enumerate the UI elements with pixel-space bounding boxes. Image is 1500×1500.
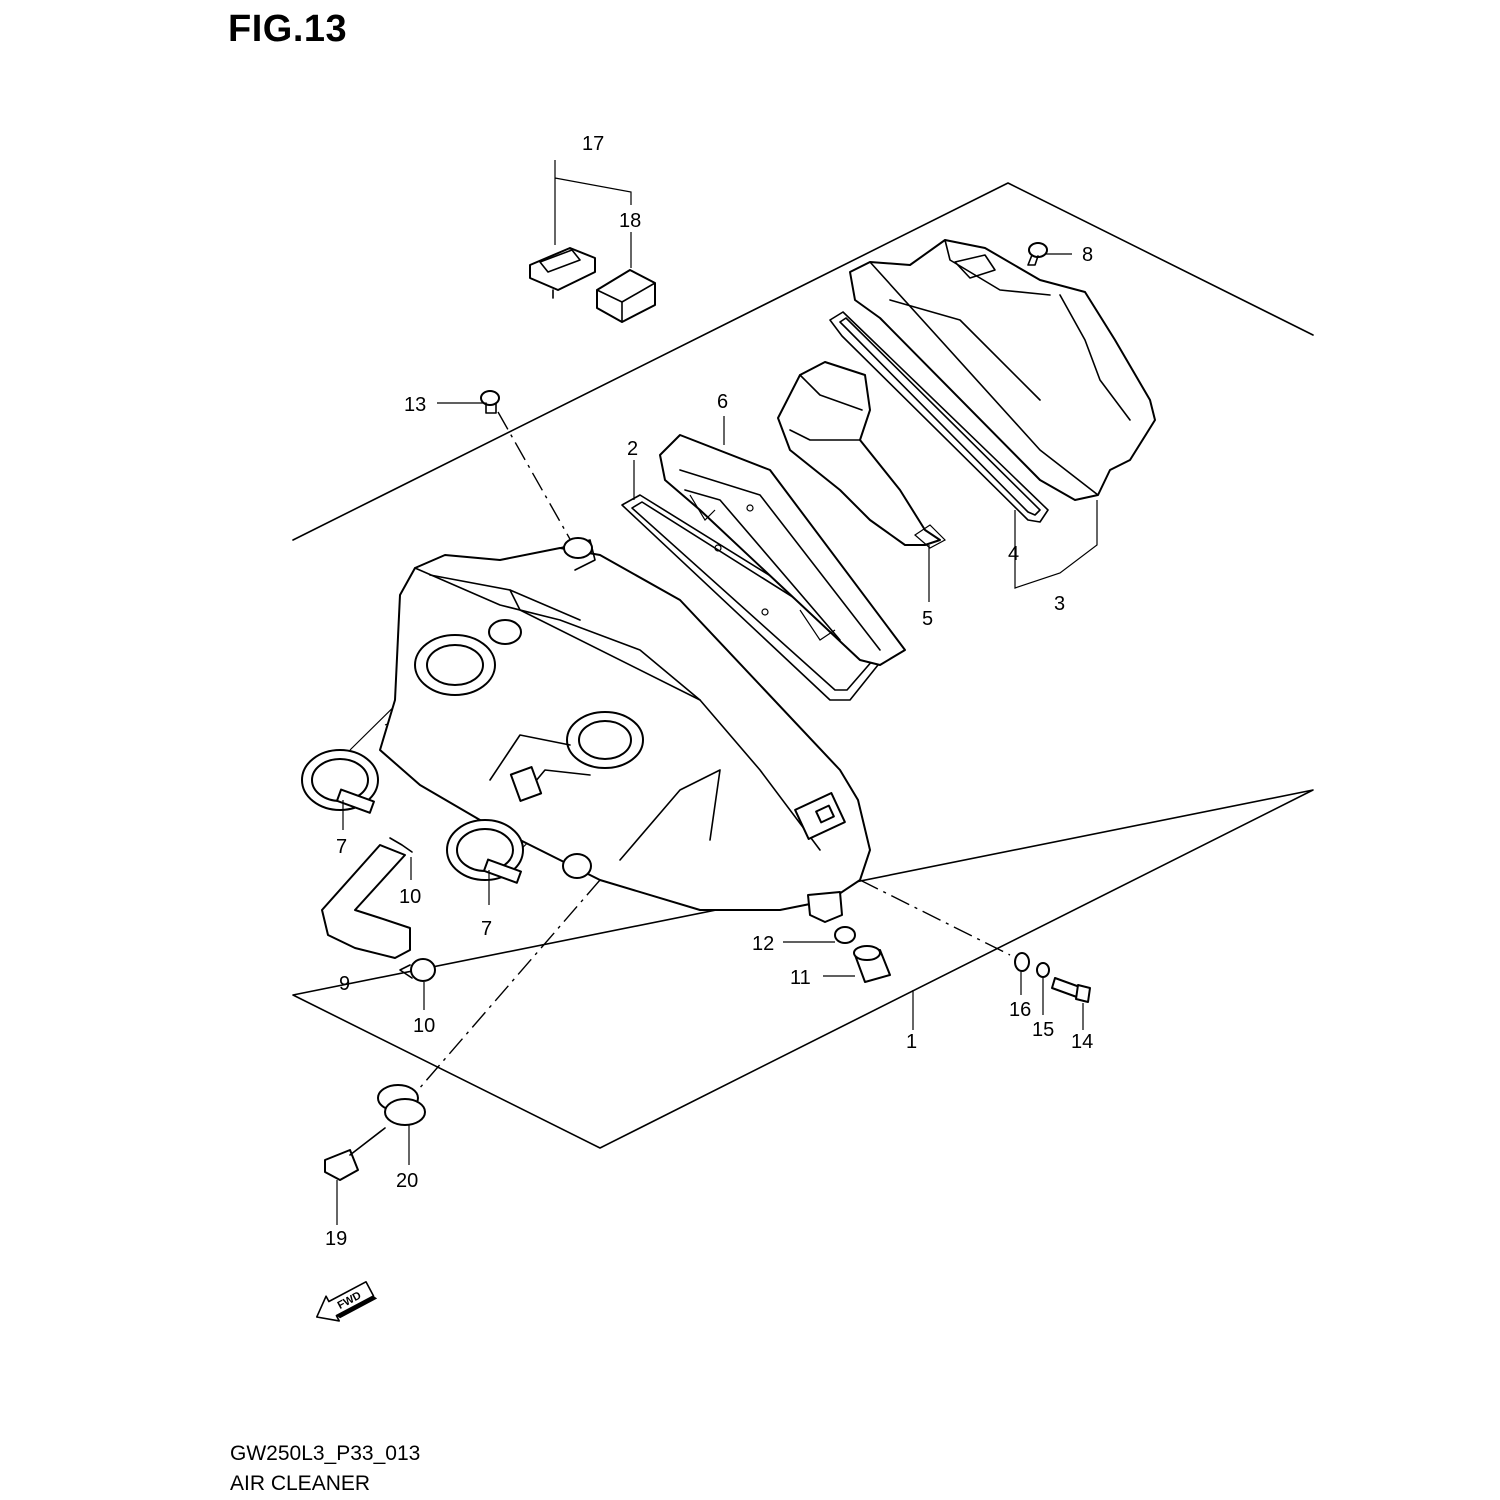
callout-12: 12 xyxy=(752,933,774,955)
alignment-line-13 xyxy=(497,411,576,549)
callout-7-right: 7 xyxy=(481,918,492,940)
part-18-cushion xyxy=(596,269,656,323)
part-16-collar xyxy=(1014,952,1030,972)
part-11-drain-plug xyxy=(853,945,891,983)
part-17-sensor xyxy=(529,247,596,299)
alignment-line-14 xyxy=(859,879,1011,956)
callout-10-lower: 10 xyxy=(413,1015,435,1037)
figure-title: FIG.13 xyxy=(228,8,348,50)
part-9-hose xyxy=(321,844,411,959)
part-4-cover-gasket xyxy=(829,311,1049,523)
part-5-inlet-duct xyxy=(777,361,946,549)
callout-1: 1 xyxy=(906,1031,917,1053)
callout-16: 16 xyxy=(1009,999,1031,1021)
part-19-temperature-sensor xyxy=(324,1127,386,1181)
callout-20: 20 xyxy=(396,1170,418,1192)
drawing-name: AIR CLEANER xyxy=(230,1472,371,1495)
callout-2: 2 xyxy=(627,438,638,460)
part-15-washer xyxy=(1036,962,1050,978)
forward-direction-arrow: FWD xyxy=(315,1280,378,1322)
callout-9: 9 xyxy=(339,973,350,995)
part-6-filter-element xyxy=(659,434,906,666)
drawing-code: GW250L3_P33_013 xyxy=(230,1442,421,1465)
part-1-air-cleaner-case xyxy=(379,537,871,923)
callout-19: 19 xyxy=(325,1228,347,1250)
callout-8: 8 xyxy=(1082,244,1093,266)
part-10-clip-lower xyxy=(399,958,436,982)
callout-14: 14 xyxy=(1071,1031,1093,1053)
part-2-gasket xyxy=(621,494,891,701)
part-14-bolt xyxy=(1051,977,1091,1003)
callout-4: 4 xyxy=(1008,543,1019,565)
callout-7-left: 7 xyxy=(336,836,347,858)
callout-15: 15 xyxy=(1032,1019,1054,1041)
part-10-clip-upper xyxy=(389,837,413,853)
callout-17: 17 xyxy=(582,133,604,155)
part-8-screw xyxy=(1027,242,1048,266)
callout-13: 13 xyxy=(404,394,426,416)
part-20-grommet xyxy=(377,1084,426,1126)
callout-18: 18 xyxy=(619,210,641,232)
callout-6: 6 xyxy=(717,391,728,413)
part-13-screw xyxy=(480,390,500,414)
callout-11: 11 xyxy=(790,967,811,989)
part-7-clamp-left xyxy=(301,749,379,814)
callout-10-upper: 10 xyxy=(399,886,421,908)
alignment-line-20 xyxy=(417,879,601,1091)
leader-lines xyxy=(336,160,1098,1225)
part-3-air-cleaner-cover xyxy=(849,239,1156,501)
callout-5: 5 xyxy=(922,608,933,630)
callout-3: 3 xyxy=(1054,593,1065,615)
part-7-clamp-right xyxy=(446,819,524,884)
part-12-clip xyxy=(834,926,856,944)
